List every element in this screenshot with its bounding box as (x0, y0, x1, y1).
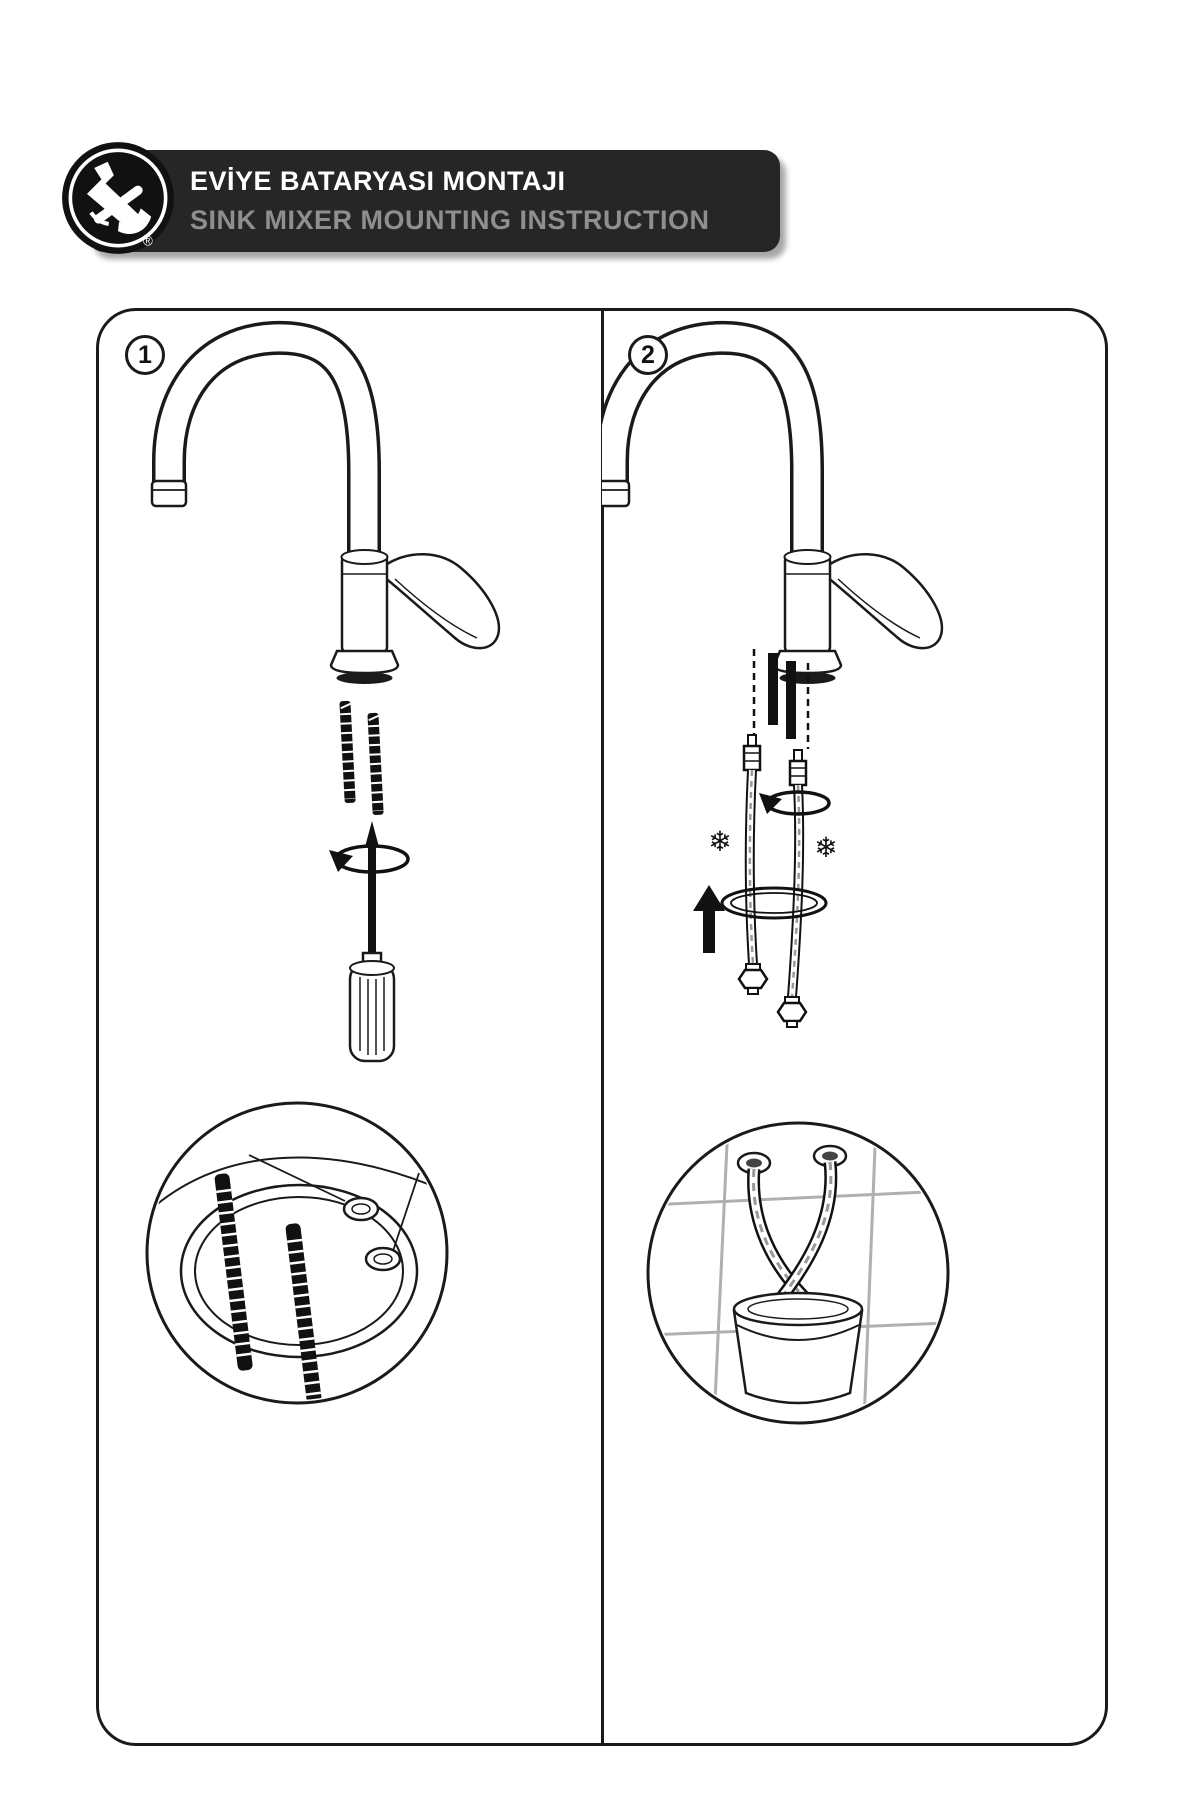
spout-aerator (602, 479, 631, 508)
faucet-handle (382, 553, 501, 650)
step-1-illustration-area (99, 311, 602, 1743)
flexible-supply-hoses (737, 734, 808, 1028)
up-arrow-icon (693, 885, 725, 953)
header-banner: EVİYE BATARYASI MONTAJI SINK MIXER MOUNT… (88, 150, 780, 252)
faucet-body (783, 553, 832, 655)
spout-aerator (150, 479, 188, 508)
deck-hole-1 (342, 1196, 380, 1222)
title-english: SINK MIXER MOUNTING INSTRUCTION (190, 205, 710, 236)
deck-hole-2 (364, 1246, 402, 1272)
wrench-hand-icon (86, 161, 152, 234)
faucet-step2 (602, 320, 944, 684)
snowflake-icon: ❄ (708, 826, 731, 857)
screwdriver-icon (329, 821, 410, 1063)
sink-hole-rim (179, 1183, 419, 1359)
brand-logo: ® (60, 140, 176, 256)
wall-bucket-detail-view (646, 1121, 950, 1425)
faucet-handle (825, 553, 944, 650)
faucet-step1 (150, 320, 501, 684)
installed-stud-1 (214, 1173, 253, 1371)
hose-nut-1 (737, 968, 769, 990)
step-1-number: 1 (138, 340, 152, 369)
hoses-into-bucket (747, 1161, 838, 1312)
mounting-ring-gasket (720, 886, 828, 920)
step-2-badge: 2 (628, 335, 668, 375)
step-1-badge: 1 (125, 335, 165, 375)
faucet-body (340, 553, 389, 655)
hose-nut-2 (776, 1001, 808, 1023)
rotation-arrow-icon (759, 790, 831, 816)
installed-stud-2 (285, 1223, 323, 1400)
instruction-panel: 1 2 (96, 308, 1108, 1746)
step-2-number: 2 (641, 340, 655, 369)
panel-divider (600, 311, 604, 1743)
bucket (732, 1291, 864, 1405)
step-2-illustration-area: ❄ ❄ (602, 311, 1105, 1743)
faucet-base (329, 649, 400, 675)
sink-deck-detail-view (145, 1101, 449, 1405)
screwdriver-blade (365, 821, 379, 847)
snowflake-icon: ❄ (814, 832, 837, 863)
faucet-tail-pipes (752, 649, 810, 749)
screwdriver-handle (348, 962, 396, 1063)
threaded-studs-icon (339, 700, 384, 816)
registered-mark: ® (143, 234, 153, 249)
title-turkish: EVİYE BATARYASI MONTAJI (190, 166, 566, 196)
